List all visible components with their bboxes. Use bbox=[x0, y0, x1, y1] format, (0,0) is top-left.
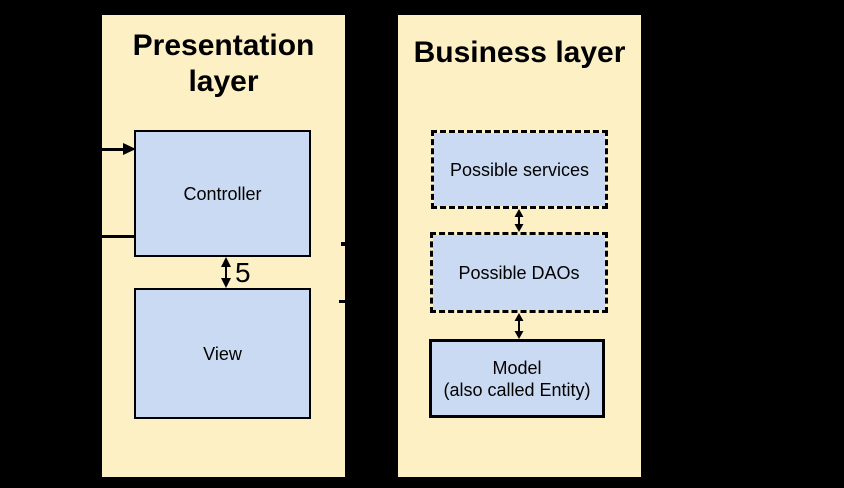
daos-model-double-arrow-icon bbox=[514, 313, 524, 339]
controller-view-double-arrow-icon bbox=[221, 257, 231, 288]
business-layer-panel: Business layer Possible services Possibl… bbox=[398, 15, 641, 477]
right-edge-stub-bottom bbox=[339, 300, 349, 303]
possible-services-label: Possible services bbox=[449, 159, 590, 180]
business-layer-title: Business layer bbox=[413, 36, 626, 69]
right-edge-stub-top bbox=[341, 242, 348, 246]
model-box: Model (also called Entity) bbox=[429, 339, 605, 418]
controller-box: Controller bbox=[134, 130, 311, 257]
incoming-arrow-line bbox=[102, 148, 124, 151]
view-box-label: View bbox=[203, 343, 242, 364]
view-box: View bbox=[134, 288, 311, 419]
possible-services-box: Possible services bbox=[431, 130, 608, 209]
presentation-layer-panel: Presentation layer Controller 5 View bbox=[102, 15, 349, 477]
controller-box-label: Controller bbox=[183, 183, 262, 204]
model-box-label-line1: Model bbox=[492, 357, 542, 378]
right-arrowhead-icon bbox=[123, 143, 136, 155]
presentation-layer-title: Presentation layer bbox=[132, 29, 315, 98]
gap-size-label: 5 bbox=[235, 257, 251, 288]
model-box-label-line2: (also called Entity) bbox=[443, 379, 591, 400]
model-box-label: Model (also called Entity) bbox=[443, 357, 590, 401]
possible-daos-box: Possible DAOs bbox=[430, 232, 608, 313]
possible-daos-label: Possible DAOs bbox=[458, 262, 580, 283]
incoming-line bbox=[102, 235, 140, 238]
services-daos-double-arrow-icon bbox=[514, 209, 524, 232]
